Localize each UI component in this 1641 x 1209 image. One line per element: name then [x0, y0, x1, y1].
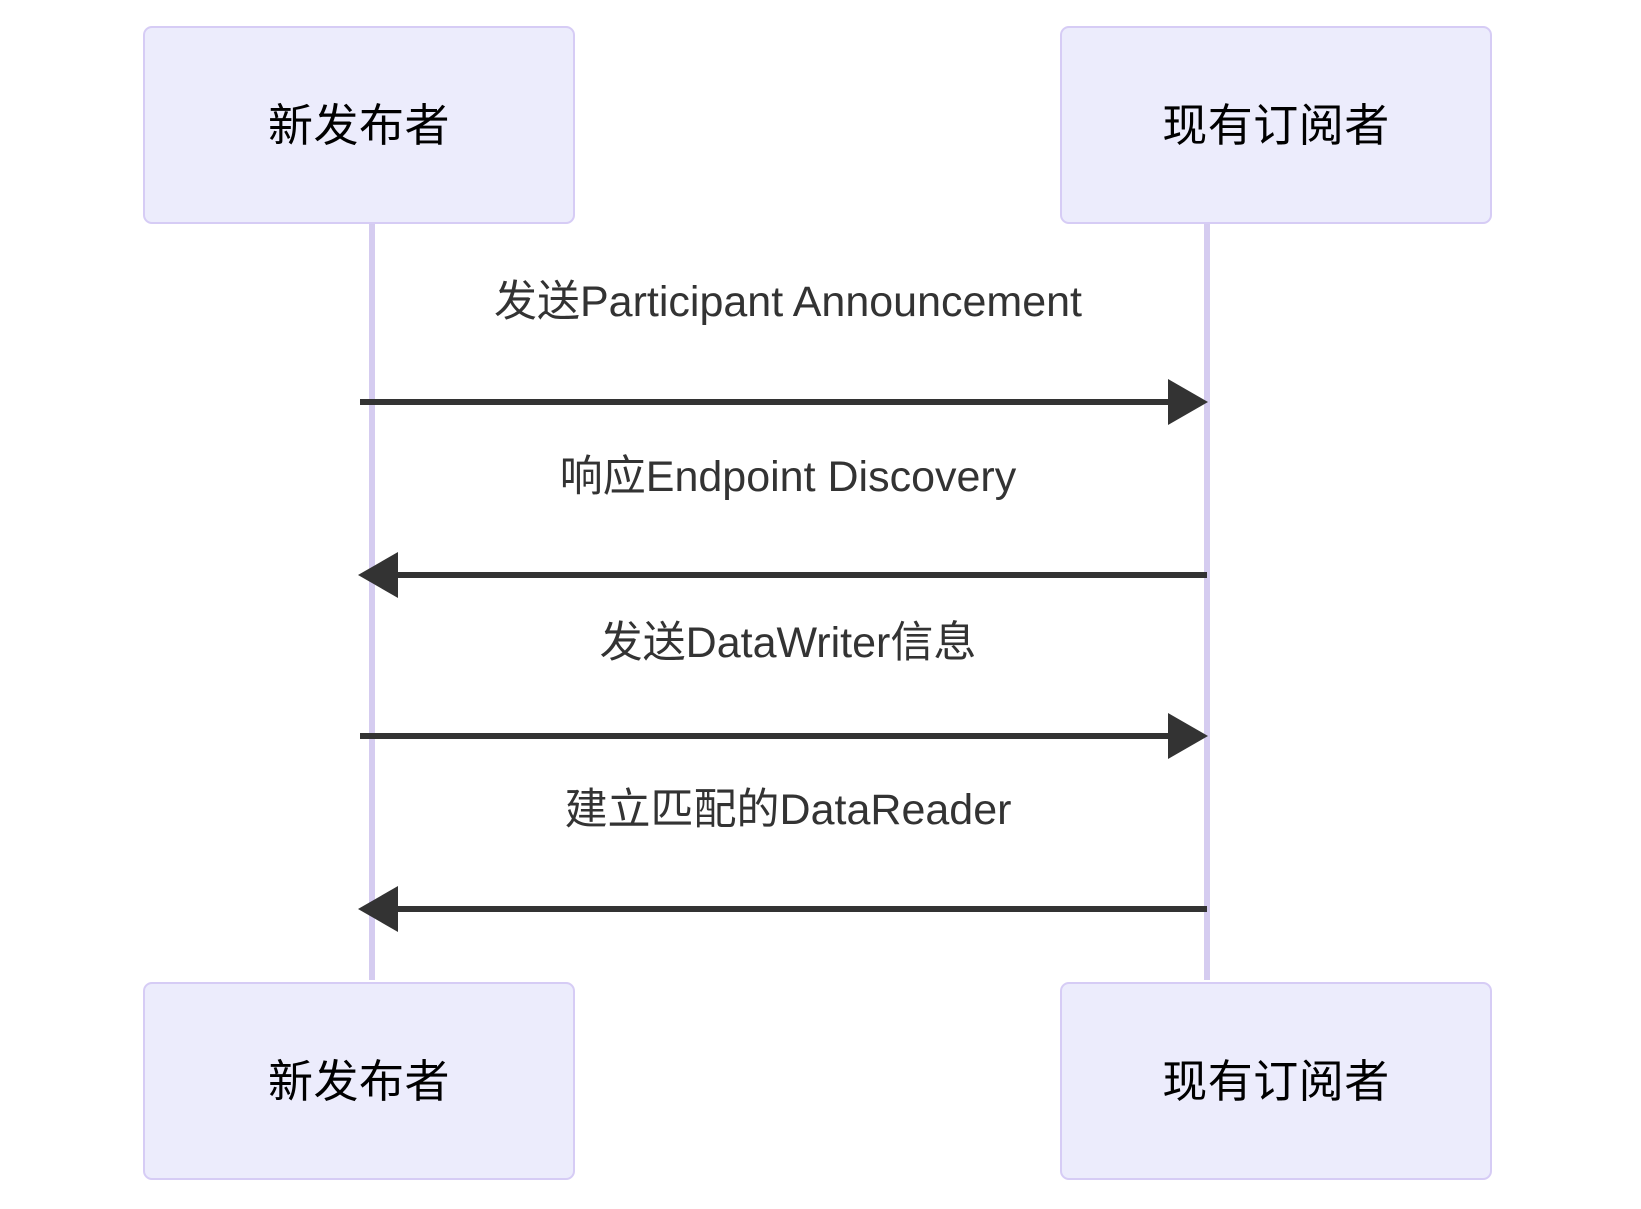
- message-label-4: 建立匹配的DataReader: [564, 786, 1012, 834]
- lifeline-publisher: [369, 224, 375, 980]
- participant-box-subscriber-top[interactable]: 现有订阅者: [1060, 26, 1492, 224]
- message-line-4: [398, 906, 1207, 912]
- participant-label-publisher-bottom: 新发布者: [267, 1055, 450, 1107]
- message-line-2: [398, 572, 1207, 578]
- participant-box-publisher-top[interactable]: 新发布者: [143, 26, 575, 224]
- message-arrowhead-3-right-icon: [1168, 713, 1208, 759]
- message-label-3: 发送DataWriter信息: [599, 619, 977, 667]
- lifeline-subscriber: [1204, 224, 1210, 980]
- message-line-3: [360, 733, 1170, 739]
- participant-box-subscriber-bottom[interactable]: 现有订阅者: [1060, 982, 1492, 1180]
- message-label-2: 响应Endpoint Discovery: [559, 453, 1017, 501]
- message-arrowhead-2-left-icon: [358, 552, 398, 598]
- message-line-1: [360, 399, 1170, 405]
- message-arrowhead-4-left-icon: [358, 886, 398, 932]
- participant-label-subscriber-top: 现有订阅者: [1162, 99, 1390, 151]
- message-label-1: 发送Participant Announcement: [494, 278, 1082, 326]
- participant-label-subscriber-bottom: 现有订阅者: [1162, 1055, 1390, 1107]
- participant-label-publisher-top: 新发布者: [267, 99, 450, 151]
- message-arrowhead-1-right-icon: [1168, 379, 1208, 425]
- participant-box-publisher-bottom[interactable]: 新发布者: [143, 982, 575, 1180]
